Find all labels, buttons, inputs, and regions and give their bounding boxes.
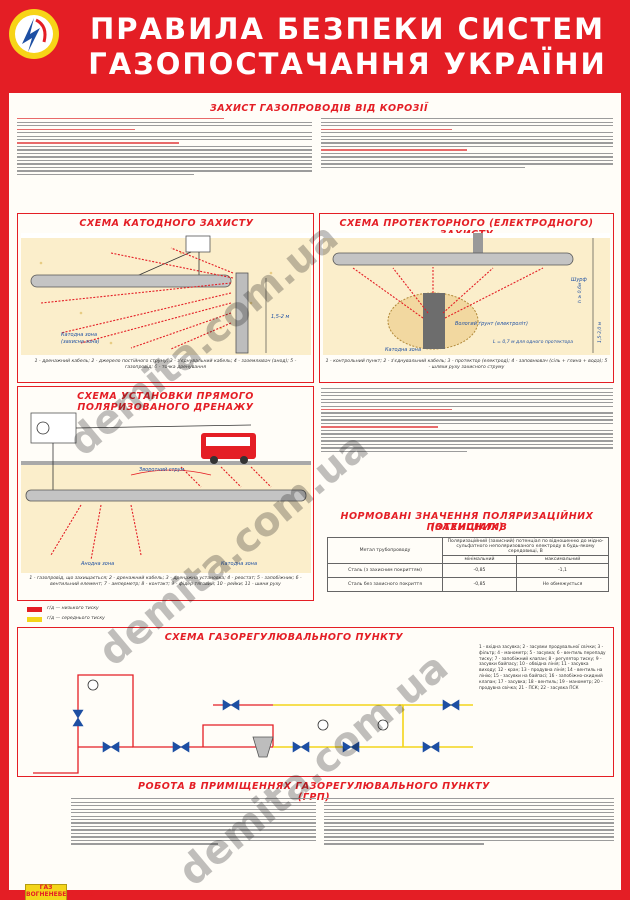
cathodic-zone-sub-label: (захисна зона)	[61, 339, 100, 345]
legend-medium-label: г/д — середнього тиску	[47, 616, 105, 621]
norms-row2-min: -0,85	[442, 577, 517, 592]
norms-row1-min: -0,85	[442, 563, 517, 578]
poster-title-line-2: ГАЗОПОСТАЧАННЯ УКРАЇНИ	[88, 47, 607, 81]
drainage-scheme-heading: СХЕМА УСТАНОВКИ ПРЯМОГО ПОЛЯРИЗОВАНОГО Д…	[77, 391, 254, 413]
gas-warning-sign: ГАЗ ВОГНЕНЕБЕЗПЕЧНО	[25, 884, 95, 900]
regulating-scheme-heading: СХЕМА ГАЗОРЕГУЛЮВАЛЬНОГО ПУНКТУ	[164, 632, 404, 643]
cathodic-caption: 1 - дренажний кабель; 2 - джерело постій…	[34, 359, 297, 370]
legend-low-swatch	[27, 607, 42, 612]
protection-heading: ЗАХИСТ ГАЗОПРОВОДІВ ВІД КОРОЗІЇ	[210, 103, 428, 114]
poster-title-line-1: ПРАВИЛА БЕЗПЕКИ СИСТЕМ	[90, 12, 605, 46]
legend-medium-swatch	[27, 617, 42, 622]
norms-heading-line-1: НОРМОВАНІ ЗНАЧЕННЯ ПОЛЯРИЗАЦІЙНИХ (ЗАХИС…	[340, 511, 594, 533]
poster-board: ЗАХИСТ ГАЗОПРОВОДІВ ВІД КОРОЗІЇ СХЕМА КА…	[9, 93, 621, 900]
protector-shurf-label: Шурф	[571, 277, 587, 283]
protector-dim2-label: 1,5-3,0 м	[597, 321, 603, 343]
protection-text-right	[321, 116, 613, 212]
regulating-diagram	[33, 674, 473, 774]
cathodic-scheme-frame	[17, 213, 314, 383]
protector-diagram: Шурф Вологий ґрунт (електроліт) Катодна …	[323, 233, 610, 355]
gas-company-logo-icon	[9, 9, 59, 59]
norms-row1-max: -1,1	[515, 563, 610, 578]
cathodic-diagram: 1,5-2 м Катодна зона (захисна зона)	[21, 233, 311, 355]
norms-header-max: максимальний	[515, 555, 610, 564]
work-heading: РОБОТА В ПРИМІЩЕННЯХ ГАЗОРЕГУЛЮВАЛЬНОГО …	[138, 781, 490, 803]
legend-low-label: г/д — низького тиску	[47, 606, 99, 611]
drainage-anode-label: Анодна зона	[80, 561, 114, 567]
norms-header-pipe: Метал трубопроводу	[327, 537, 443, 564]
norms-heading-line-2: ПОТЕНЦІАЛІВ	[426, 522, 508, 533]
drainage-caption: 1 - газопровід, що захищається; 2 - дрен…	[29, 576, 302, 587]
protector-scheme-frame	[319, 213, 614, 383]
protector-dim1-label: h ≥ 0,6м	[577, 282, 583, 303]
regulating-scheme-frame	[17, 627, 614, 777]
drainage-diagram: Зворотний струм Анодна зона Катодна зона	[21, 412, 311, 573]
protector-soil-label: Вологий ґрунт (електроліт)	[455, 321, 528, 327]
cathodic-dim-label: 1,5-2 м	[271, 314, 290, 320]
cathodic-scheme-heading: СХЕМА КАТОДНОГО ЗАХИСТУ	[79, 218, 254, 229]
norms-header-potential: Поляризаційний (захисний) потенціал по в…	[442, 537, 609, 556]
protector-zone-label: Катодна зона	[385, 347, 421, 353]
norms-header-min: мінімальний	[442, 555, 517, 564]
norms-row2-max: Не обмежується	[515, 577, 610, 592]
drainage-cathode-label: Катодна зона	[221, 561, 257, 567]
regulating-legend: 1 - вхідна засувка; 2 - засувки продувал…	[479, 645, 606, 691]
norms-table: Метал трубопроводу Поляризаційний (захис…	[327, 537, 610, 592]
drainage-scheme-frame	[17, 386, 314, 601]
cathodic-zone-label: Катодна зона	[61, 332, 97, 338]
drainage-return-label: Зворотний струм	[139, 467, 185, 473]
work-text-left	[71, 796, 316, 886]
work-text-right	[324, 796, 614, 886]
drainage-text	[321, 386, 613, 498]
protector-caption: 1 - контрольний пункт; 2 - з'єднувальний…	[325, 359, 608, 370]
poster-header: ПРАВИЛА БЕЗПЕКИ СИСТЕМ ГАЗОПОСТАЧАННЯ УК…	[0, 0, 630, 92]
norms-row2-pipe: Сталь без захисного покриття	[327, 577, 443, 592]
protection-text-left	[17, 116, 312, 212]
norms-row1-pipe: Сталь (з захисним покриттям)	[327, 563, 443, 578]
protector-length-label: L = 0,7 м для одного протектора	[493, 339, 573, 345]
